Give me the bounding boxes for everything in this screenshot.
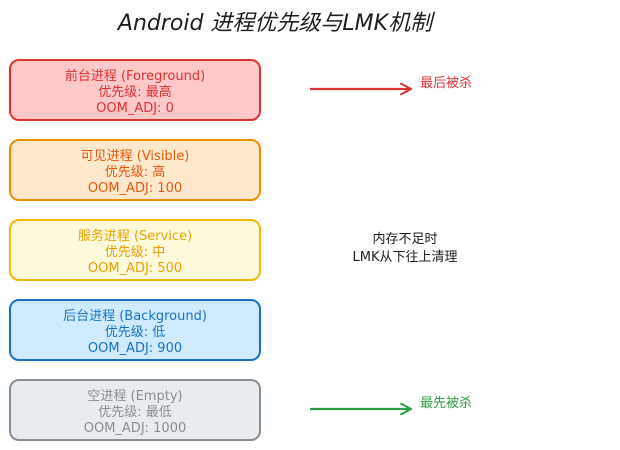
process-level-oom-adj: OOM_ADJ: 100 bbox=[88, 181, 182, 196]
diagram-title: Android 进程优先级与LMK机制 bbox=[116, 11, 435, 36]
process-level-oom-adj: OOM_ADJ: 1000 bbox=[84, 421, 187, 436]
process-level-oom-adj: OOM_ADJ: 0 bbox=[96, 101, 174, 116]
process-level-oom-adj: OOM_ADJ: 500 bbox=[88, 261, 182, 276]
process-level-name: 服务进程 (Service) bbox=[78, 228, 192, 244]
process-level-name: 后台进程 (Background) bbox=[63, 309, 207, 324]
process-level-priority: 优先级: 低 bbox=[105, 325, 166, 340]
arrow-first-killed-label: 最先被杀 bbox=[420, 396, 472, 411]
process-level-name: 前台进程 (Foreground) bbox=[65, 68, 205, 84]
lmk-note: 内存不足时 LMK从下往上清理 bbox=[353, 231, 458, 265]
process-level-rect bbox=[9, 59, 261, 121]
process-level-name: 可见进程 (Visible) bbox=[81, 149, 190, 164]
process-level-rect bbox=[9, 299, 261, 361]
process-level-name: 空进程 (Empty) bbox=[87, 389, 182, 404]
process-level-oom-adj: OOM_ADJ: 900 bbox=[88, 341, 182, 356]
process-level-priority: 优先级: 中 bbox=[105, 245, 166, 260]
process-level-priority: 优先级: 最低 bbox=[98, 405, 172, 420]
arrow-first-killed: 最先被杀 bbox=[310, 396, 472, 411]
process-level-rect bbox=[9, 139, 261, 201]
lmk-note-line1: 内存不足时 bbox=[372, 231, 437, 247]
process-level-rect bbox=[9, 379, 261, 441]
arrow-last-killed-label: 最后被杀 bbox=[420, 76, 472, 91]
process-level-priority: 优先级: 最高 bbox=[98, 84, 172, 100]
lmk-note-line2: LMK从下往上清理 bbox=[353, 250, 458, 265]
process-level-rect bbox=[9, 219, 261, 281]
arrow-last-killed: 最后被杀 bbox=[310, 76, 472, 91]
process-level-priority: 优先级: 高 bbox=[105, 164, 166, 180]
